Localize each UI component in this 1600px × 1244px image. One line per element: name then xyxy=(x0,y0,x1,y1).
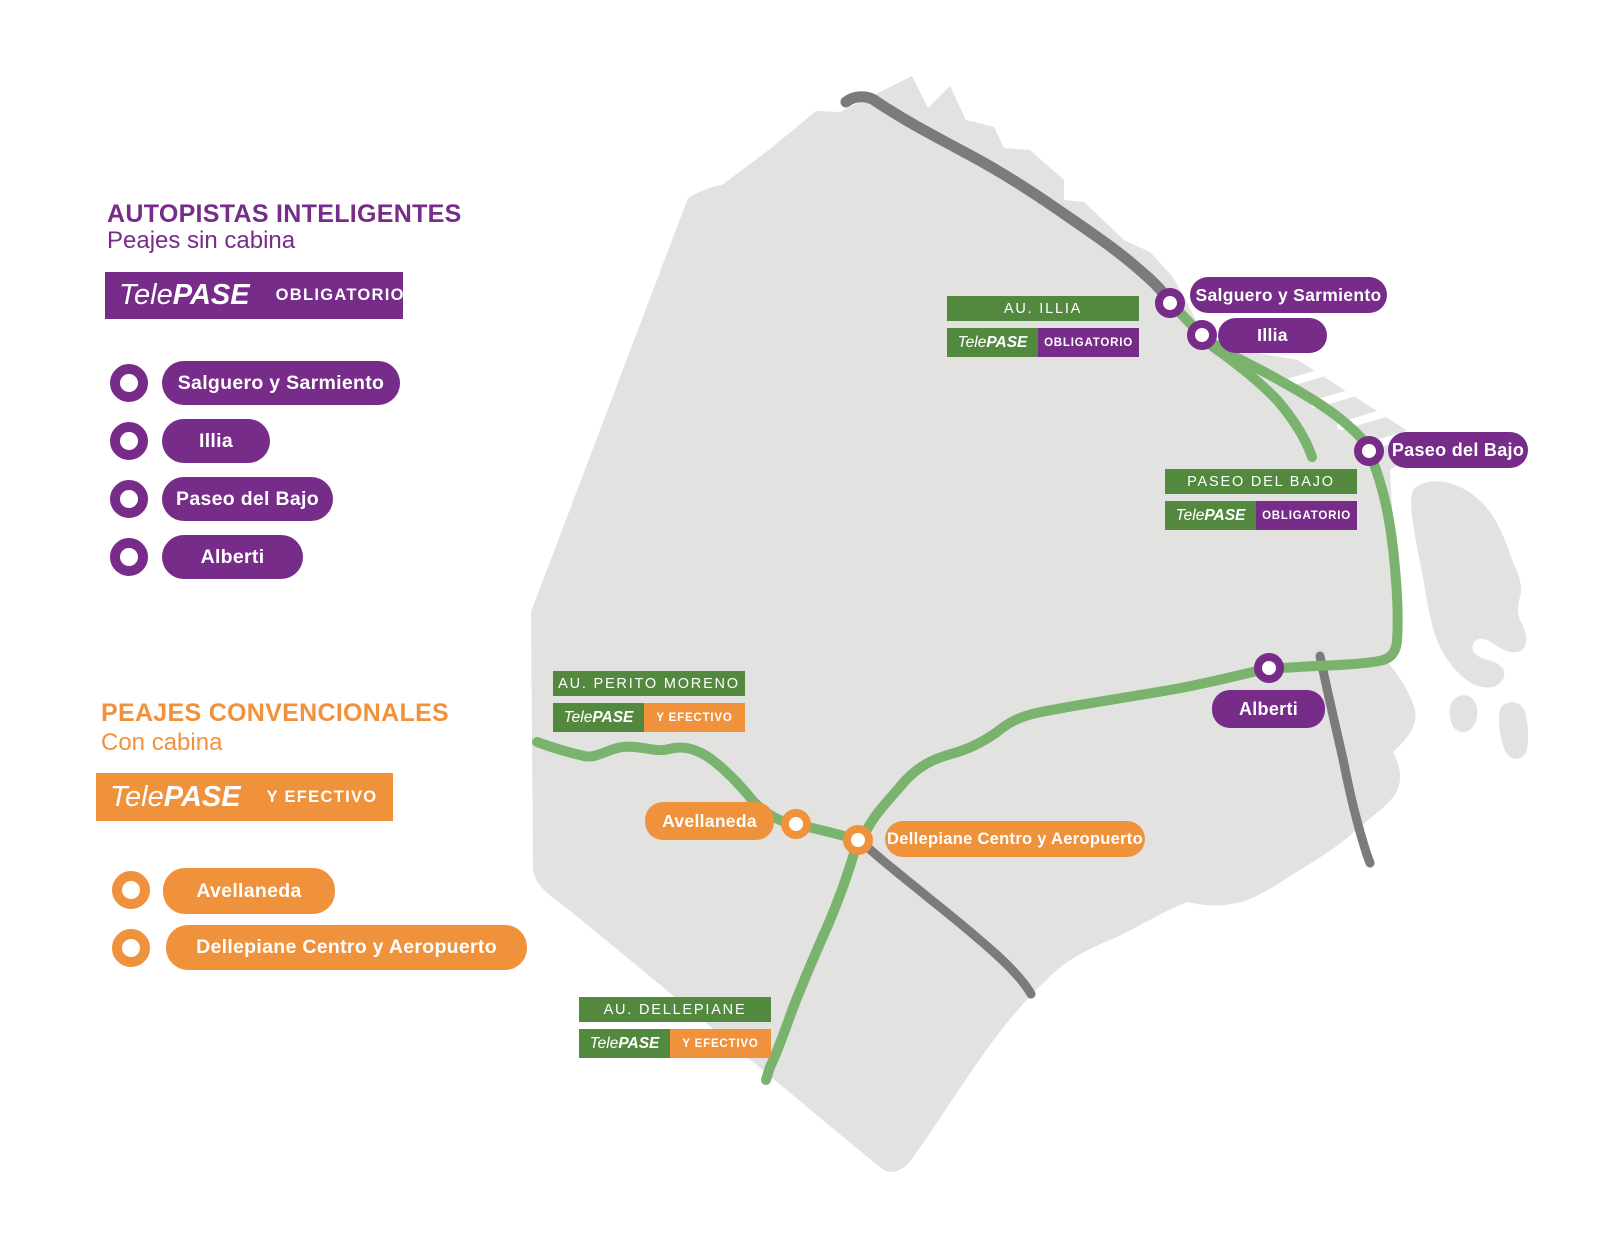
telepase-logo: TelePASE xyxy=(119,279,250,311)
highway-name: AU. PERITO MORENO xyxy=(553,671,745,696)
payment-mode: OBLIGATORIO xyxy=(1038,328,1139,357)
toll-marker-dellepiane xyxy=(843,825,873,855)
toll-marker-alberti xyxy=(1254,653,1284,683)
payment-mode: Y EFECTIVO xyxy=(644,703,745,732)
road-lugones-gray xyxy=(840,91,1176,309)
conventional-section-subtitle: Con cabina xyxy=(101,729,223,756)
telepase-obligatorio-banner: TelePASE OBLIGATORIO xyxy=(105,272,403,319)
toll-ring-icon xyxy=(112,871,150,909)
highway-name: AU. ILLIA xyxy=(947,296,1139,321)
toll-marker-paseo-del-bajo xyxy=(1354,436,1384,466)
banner-suffix: OBLIGATORIO xyxy=(275,286,405,304)
telepase-efectivo-banner: TelePASE Y EFECTIVO xyxy=(96,773,393,821)
toll-marker-avellaneda xyxy=(781,809,811,839)
toll-marker-salguero xyxy=(1155,288,1185,318)
highway-name: PASEO DEL BAJO xyxy=(1165,469,1357,494)
highway-illia-branch-green xyxy=(1207,341,1317,462)
islet-long xyxy=(1499,702,1529,759)
map-label-dellepiane: Dellepiane Centro y Aeropuerto xyxy=(885,821,1145,857)
banner-suffix: Y EFECTIVO xyxy=(266,787,378,806)
highway-name: AU. DELLEPIANE xyxy=(579,997,771,1022)
map-label-salguero: Salguero y Sarmiento xyxy=(1190,277,1387,313)
road-south-gray xyxy=(1315,651,1375,868)
payment-mode: Y EFECTIVO xyxy=(670,1029,771,1058)
highway-illia-paseo-25mayo-green xyxy=(857,298,1403,845)
conventional-section-title: PEAJES CONVENCIONALES xyxy=(101,699,450,727)
toll-ring-icon xyxy=(112,929,150,967)
telepase-logo: TelePASE xyxy=(110,780,241,813)
toll-marker-illia xyxy=(1187,320,1217,350)
toll-ring-icon xyxy=(110,364,148,402)
smart-section-title: AUTOPISTAS INTELIGENTES xyxy=(107,200,462,228)
map-label-paseo-del-bajo: Paseo del Bajo xyxy=(1388,432,1528,468)
legend-item-dellepiane: Dellepiane Centro y Aeropuerto xyxy=(166,925,527,970)
islet-small xyxy=(1449,695,1478,733)
legend-item-salguero: Salguero y Sarmiento xyxy=(162,361,400,405)
city-silhouette xyxy=(531,76,1428,1172)
toll-ring-icon xyxy=(110,480,148,518)
legend-item-alberti: Alberti xyxy=(162,535,303,579)
smart-section-subtitle: Peajes sin cabina xyxy=(107,227,296,254)
reserve-landmass xyxy=(1411,481,1527,688)
map-label-avellaneda: Avellaneda xyxy=(645,802,774,840)
road-richieri-gray xyxy=(859,839,1036,999)
payment-mode: OBLIGATORIO xyxy=(1256,501,1357,530)
legend-item-paseo-del-bajo: Paseo del Bajo xyxy=(162,477,333,521)
highway-dellepiane-green xyxy=(761,835,863,1085)
toll-ring-icon xyxy=(110,538,148,576)
toll-ring-icon xyxy=(110,422,148,460)
map-label-illia: Illia xyxy=(1218,318,1327,353)
legend-item-avellaneda: Avellaneda xyxy=(163,868,335,914)
legend-item-illia: Illia xyxy=(162,419,270,463)
map-label-alberti: Alberti xyxy=(1212,690,1325,728)
